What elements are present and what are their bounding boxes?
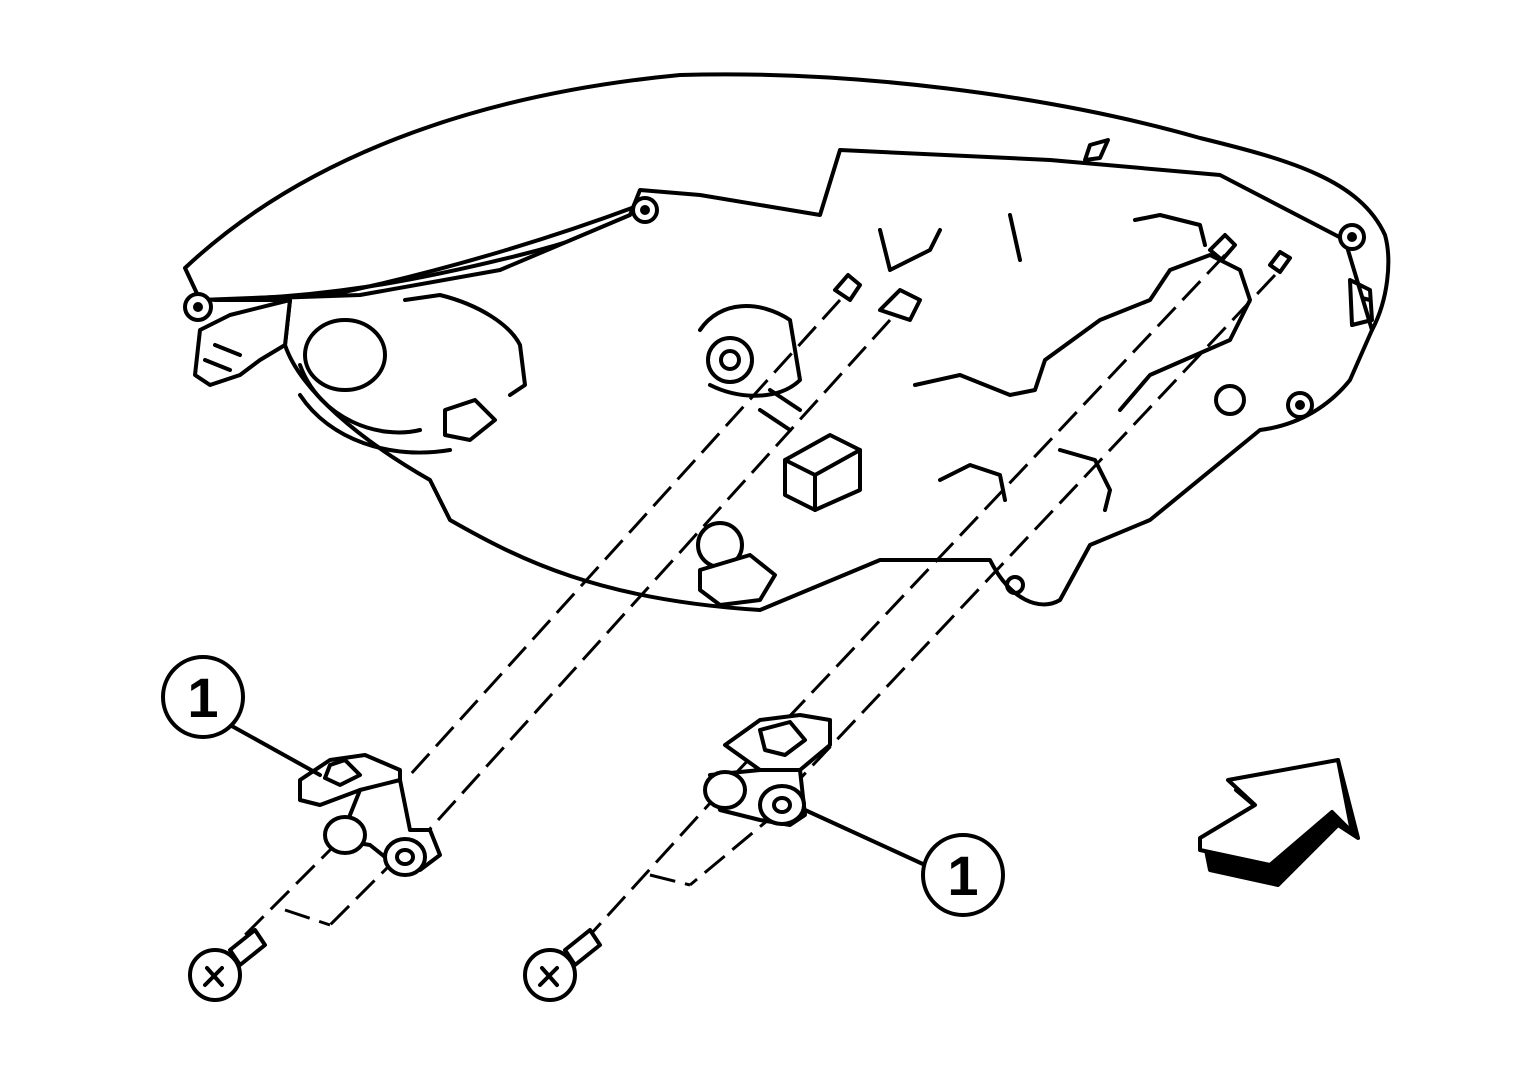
screw-right [523, 928, 602, 1002]
left-bracket [298, 753, 442, 877]
alignment-lines [243, 253, 1277, 937]
callout-1-left-label: 1 [187, 666, 218, 729]
callout-1-left: 1 [161, 655, 322, 777]
callout-1-right-label: 1 [947, 844, 978, 907]
screw-left [188, 928, 267, 1002]
front-direction-arrow-icon [1198, 758, 1360, 887]
headlamp-assembly [183, 72, 1391, 612]
callout-1-right: 1 [803, 808, 1005, 917]
right-bracket [703, 713, 832, 827]
